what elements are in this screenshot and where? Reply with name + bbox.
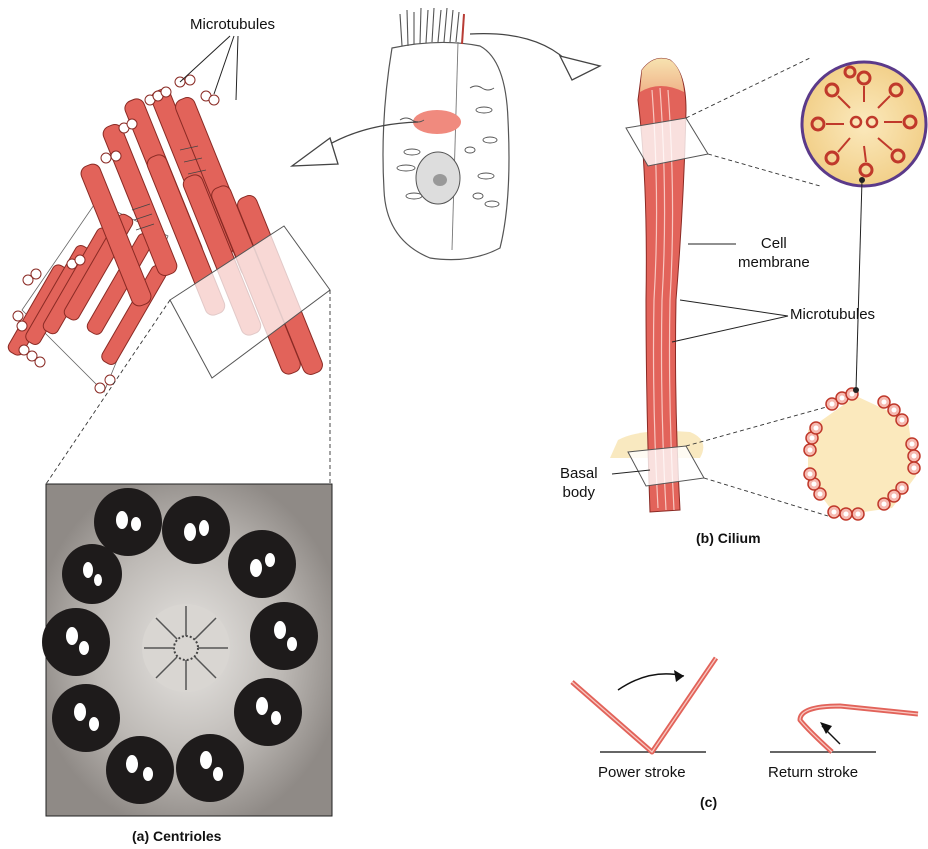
label-microtubules-right: Microtubules <box>790 306 875 323</box>
label-panel-c: (c) <box>700 794 717 811</box>
label-power-stroke: Power stroke <box>598 764 686 781</box>
label-return-stroke: Return stroke <box>768 764 858 781</box>
return-stroke-illustration <box>770 706 918 752</box>
centriole-pair-illustration <box>6 75 330 393</box>
cilium-cross-section <box>802 62 926 186</box>
label-cell-membrane: Cell membrane <box>738 234 810 272</box>
label-cell-membrane-text: Cell membrane <box>738 234 810 272</box>
power-stroke-illustration <box>572 658 716 752</box>
cell-microvilli <box>400 8 459 46</box>
label-basal-body: Basal body <box>560 464 598 502</box>
arrow-to-cilium-head <box>560 56 600 80</box>
label-panel-b: (b) Cilium <box>696 530 761 547</box>
basal-body-cross-section <box>804 388 920 520</box>
cell-illustration <box>383 8 509 260</box>
arrow-to-centrioles-head <box>292 138 338 166</box>
cilium-upper-section-plane <box>626 118 708 166</box>
label-panel-a: (a) Centrioles <box>132 828 221 845</box>
label-microtubules-top: Microtubules <box>190 16 275 33</box>
centriole-micrograph <box>42 484 332 816</box>
label-basal-body-text: Basal body <box>560 464 598 502</box>
